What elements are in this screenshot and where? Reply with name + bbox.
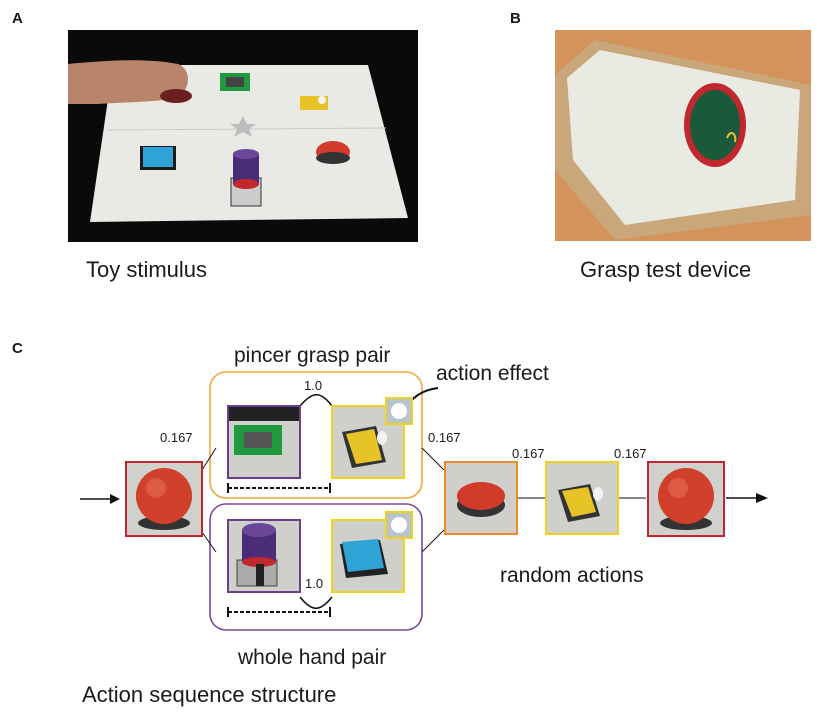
pincer-green-thumb (227, 405, 301, 479)
start-red-ball-thumb (125, 461, 203, 537)
prob-start-top: 0.167 (160, 430, 193, 445)
prob-whole-pair: 1.0 (305, 576, 324, 591)
toy-stimulus-photo (68, 30, 418, 242)
input-arrowhead (110, 494, 120, 504)
whole-hand-pair-label: whole hand pair (238, 646, 387, 669)
prob-random-2: 0.167 (614, 446, 647, 461)
panel-c-caption: Action sequence structure (82, 682, 337, 707)
whole-hand-pair-box (209, 503, 423, 631)
whole-purple-thumb (227, 519, 301, 593)
panel-b-letter: B (510, 10, 521, 27)
grasp-device-photo (555, 30, 811, 241)
panel-c-letter: C (12, 340, 23, 357)
pincer-grasp-pair-label: pincer grasp pair (234, 344, 391, 367)
prob-after-pairs: 0.167 (428, 430, 461, 445)
whole-link-arc (299, 596, 333, 610)
pincer-link-arc (299, 393, 333, 407)
panel-b-caption: Grasp test device (580, 257, 752, 282)
whole-blue-thumb (331, 511, 413, 593)
panel-a-caption: Toy stimulus (86, 257, 208, 282)
random-red-button-thumb (444, 461, 518, 535)
panel-a-letter: A (12, 10, 23, 27)
output-arrowhead (756, 493, 768, 503)
end-red-ball-thumb (647, 461, 725, 537)
action-effect-label: action effect (436, 362, 549, 385)
random-yellow-thumb (545, 461, 619, 535)
pincer-yellow-thumb (331, 397, 413, 479)
prob-pincer-pair: 1.0 (304, 378, 323, 393)
prob-random-1: 0.167 (512, 446, 545, 461)
random-actions-label: random actions (500, 564, 644, 587)
pincer-pair-box (209, 371, 423, 499)
